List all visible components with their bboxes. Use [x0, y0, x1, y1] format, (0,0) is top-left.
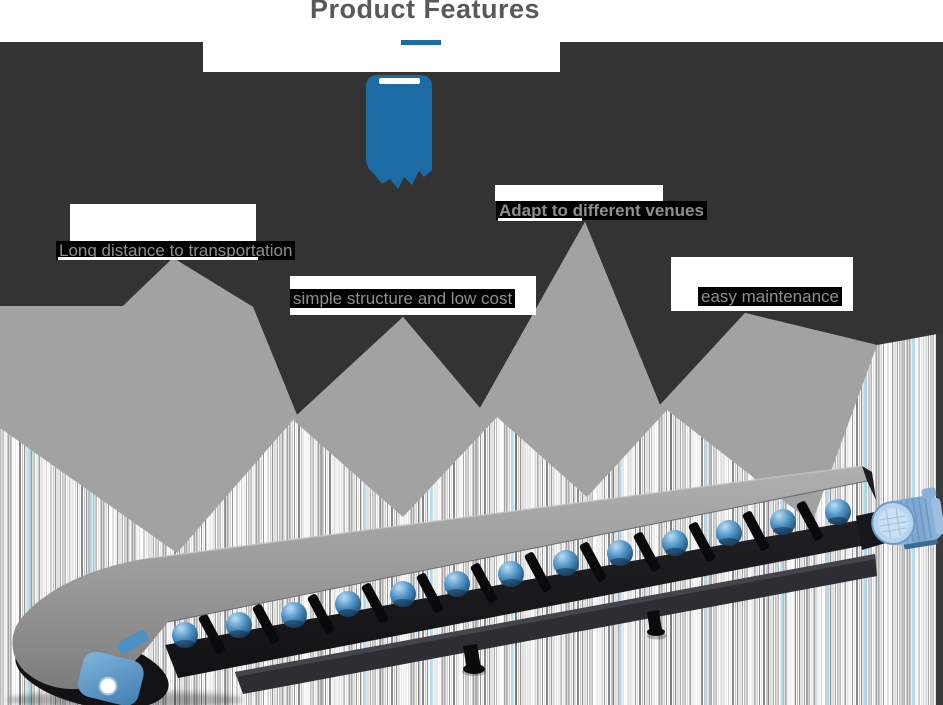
- belt-front-edge-line: [167, 480, 868, 623]
- frame-panel: [165, 520, 866, 678]
- feature-card-3: [495, 185, 663, 201]
- support-legs: [462, 610, 667, 676]
- drive-motor: [871, 487, 943, 550]
- feature-label-3: Adapt to different venues: [496, 201, 707, 220]
- page-title: Product Features: [309, 0, 541, 24]
- feature-underline-3: [498, 218, 582, 221]
- bottom-rail-highlight: [235, 554, 876, 677]
- feature-label-2: simple structure and low cost: [290, 289, 516, 308]
- title-underline-bar: [401, 40, 441, 45]
- gray-mountains: [0, 222, 877, 553]
- conveyor-illustration: [7, 465, 943, 705]
- feature-underline-1: [58, 257, 258, 260]
- tail-tensioner: [77, 629, 149, 705]
- header-notch: [203, 42, 560, 72]
- feature-label-4: easy maintenance: [698, 287, 842, 306]
- phone-icon: [365, 73, 435, 193]
- phone-icon-graphic: [366, 75, 432, 189]
- belt-far-edge-highlight: [149, 465, 863, 559]
- feature-label-1: Long distance to transportation: [56, 241, 296, 260]
- belt-surface: [12, 466, 867, 690]
- phone-speaker-bar: [379, 78, 420, 84]
- feature-card-1: [70, 204, 256, 242]
- belt-right-tip: [862, 466, 876, 500]
- dark-backdrop: [0, 42, 943, 415]
- bottom-rail: [235, 554, 877, 694]
